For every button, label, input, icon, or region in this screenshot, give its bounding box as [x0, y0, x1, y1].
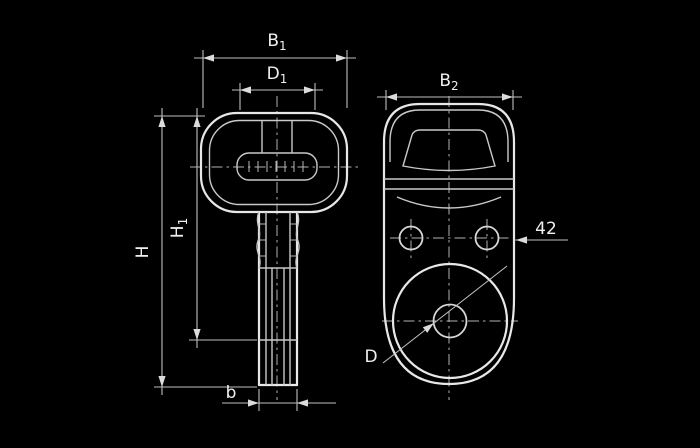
- dim-label-42: 42: [535, 219, 557, 239]
- arrowhead: [516, 236, 527, 244]
- dim-label-b: b: [226, 383, 237, 403]
- side-view: [382, 102, 516, 386]
- dim-label-b2: B2: [439, 71, 458, 93]
- dim-label-d: D: [364, 347, 377, 367]
- inner-wall-line: [389, 109, 509, 162]
- arrowhead: [336, 54, 347, 62]
- shaft-profile-wave-right: [295, 211, 300, 269]
- dimension-b1: B1: [194, 31, 356, 108]
- dim-label-d1: D1: [267, 64, 288, 86]
- shaft-profile-wave-left: [256, 211, 261, 269]
- dim-label-h1: H1: [168, 218, 190, 238]
- bow-outer-outline: [199, 111, 349, 214]
- shaft-serrations: [259, 223, 297, 257]
- arrowhead: [248, 399, 259, 407]
- arrowhead: [203, 54, 214, 62]
- dim-label-h: H: [133, 246, 153, 259]
- arrowhead: [386, 93, 397, 101]
- right-mounting-hole: [474, 225, 500, 251]
- arrowhead: [297, 399, 308, 407]
- boss-circle: [391, 262, 509, 380]
- arrowhead: [193, 329, 201, 340]
- arrowhead: [240, 86, 251, 94]
- arrowhead: [502, 93, 513, 101]
- t-slot-crossbar: [236, 152, 318, 181]
- center-hole: [432, 303, 468, 339]
- left-mounting-hole: [398, 225, 424, 251]
- leader-line: [382, 265, 508, 364]
- bow-inner-outline: [208, 119, 340, 206]
- arrowhead: [304, 86, 315, 94]
- dimension-42: 42: [514, 219, 568, 244]
- dimension-d: D: [364, 265, 508, 367]
- dimension-h1: H1: [168, 108, 257, 348]
- arrowhead: [193, 116, 201, 127]
- arrowhead: [158, 116, 166, 127]
- dimension-h: H: [133, 108, 257, 395]
- front-view: [199, 111, 349, 387]
- dimension-b: b: [222, 383, 336, 411]
- crossbar-hatching: [248, 161, 304, 172]
- dimension-d1: D1: [232, 64, 323, 110]
- centerlines: [190, 96, 518, 400]
- arrowhead: [158, 376, 166, 387]
- body-arc-line: [396, 196, 502, 209]
- dim-label-b1: B1: [267, 31, 286, 53]
- top-recess-outline: [402, 129, 496, 172]
- dimension-b2: B2: [377, 71, 522, 110]
- body-outline: [382, 102, 516, 386]
